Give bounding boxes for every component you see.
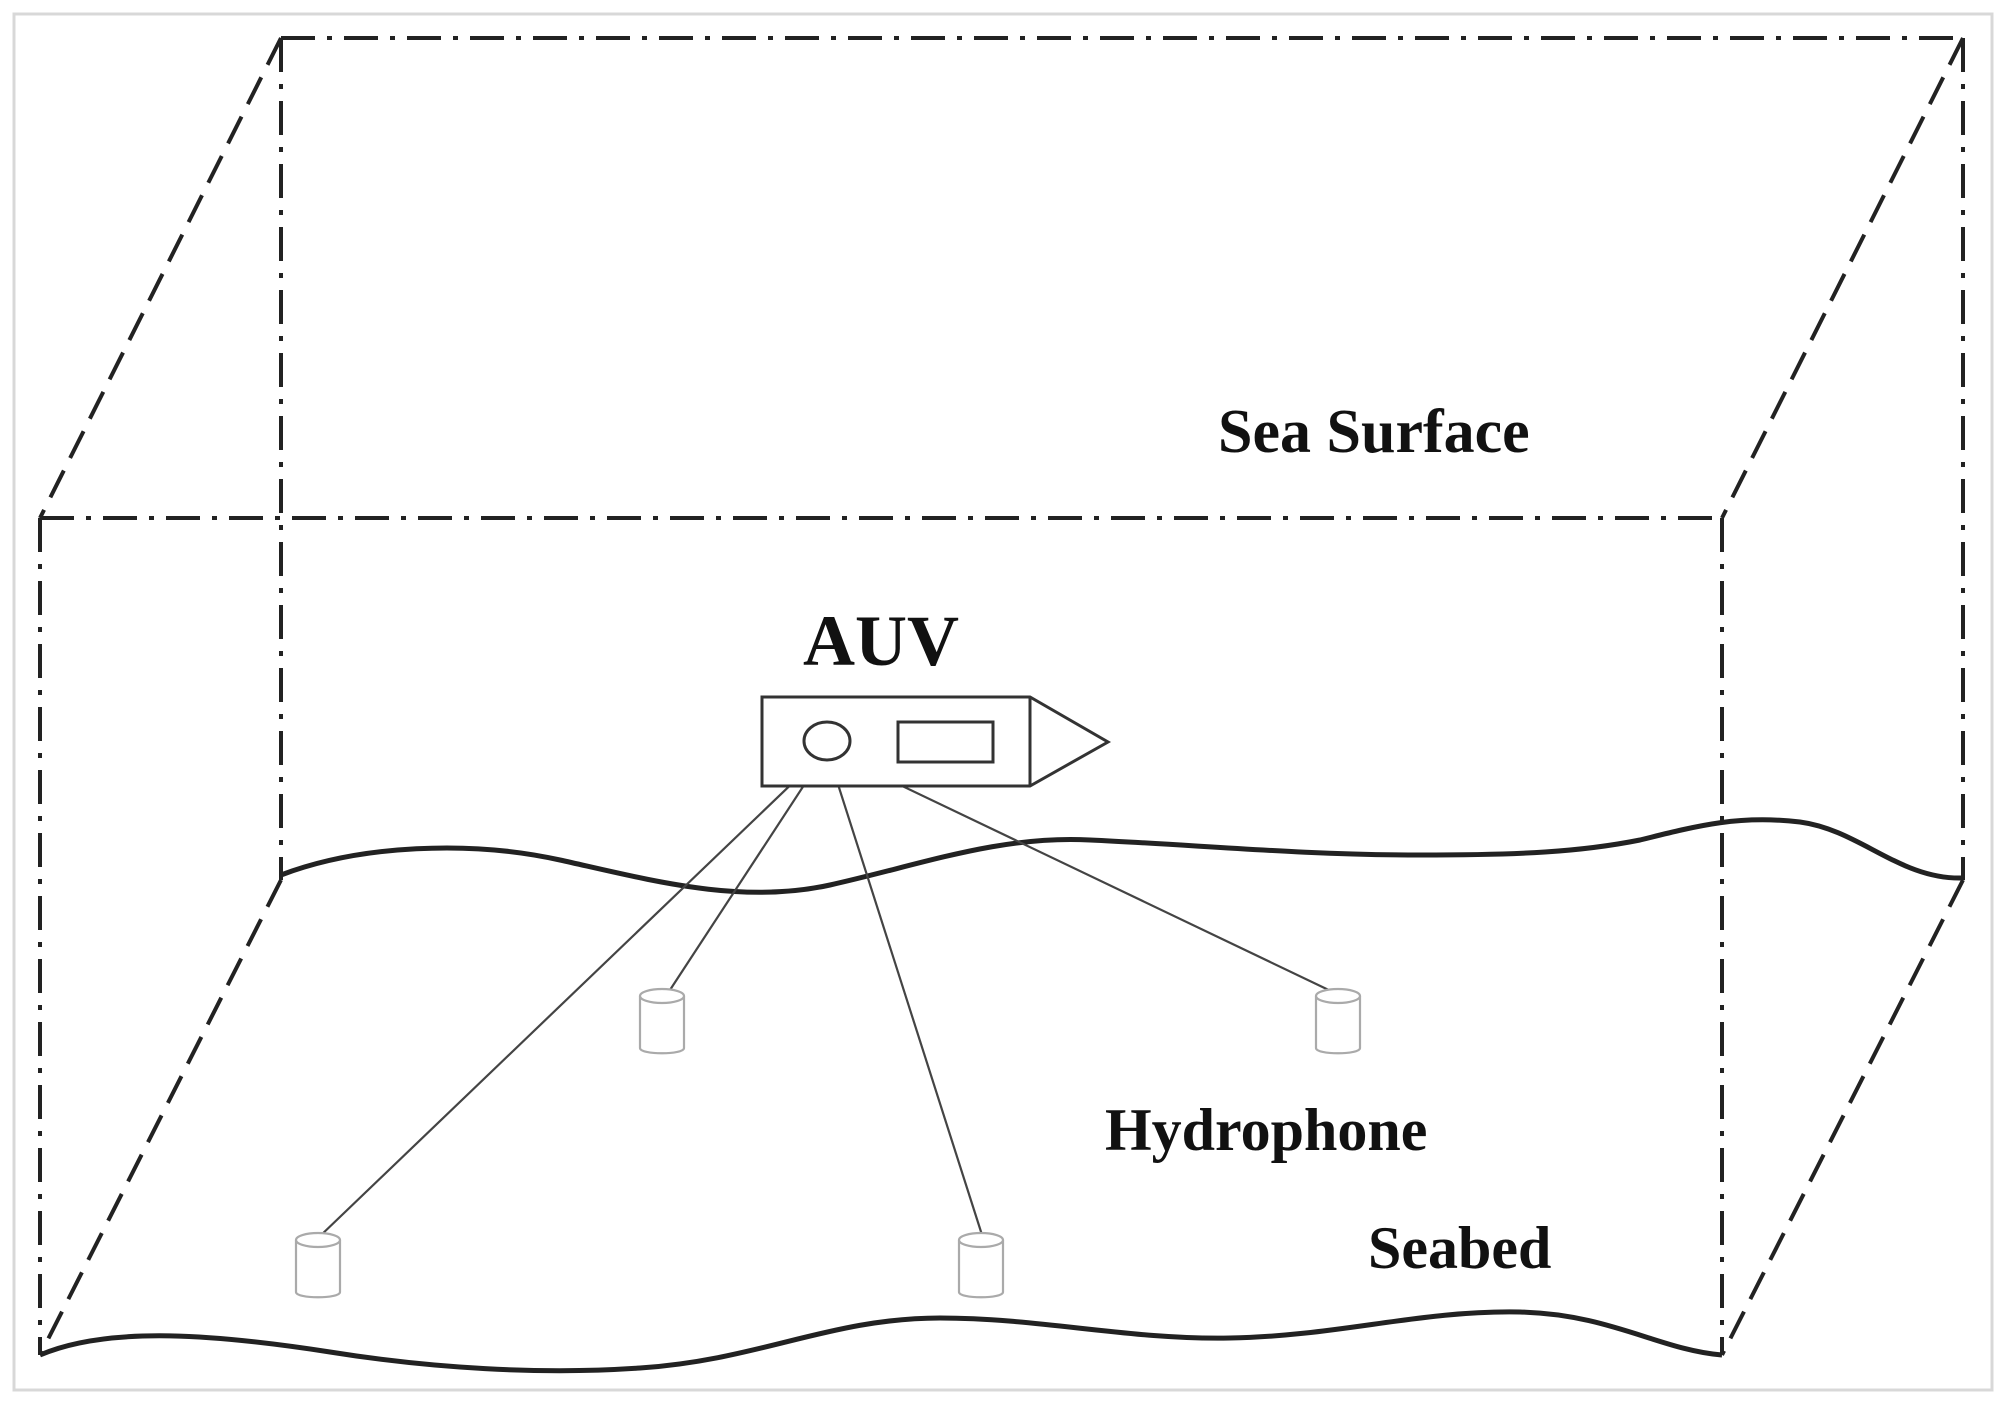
auv-transducer xyxy=(802,720,852,762)
seabed-label: Seabed xyxy=(1368,1215,1551,1281)
hydrophone-2 xyxy=(638,987,686,1055)
link-hydrophone-1 xyxy=(317,749,828,1239)
bottom-right-depth-edge xyxy=(1720,879,1965,1356)
back-seabed-wave xyxy=(280,817,1964,895)
top-right-depth-edge xyxy=(1720,37,1965,519)
hydrophone-1 xyxy=(294,1231,342,1299)
front-seabed-wave xyxy=(39,1309,1723,1374)
hydrophone-label: Hydrophone xyxy=(1105,1097,1427,1163)
bottom-left-depth-edge xyxy=(38,879,283,1356)
link-hydrophone-3 xyxy=(825,749,985,1239)
hydrophone-4 xyxy=(1314,987,1362,1055)
auv-payload-box xyxy=(896,720,995,764)
hydrophone-3 xyxy=(957,1231,1005,1299)
water-volume-frame xyxy=(38,36,1965,1356)
top-left-depth-edge xyxy=(38,37,283,519)
hydrophone-array xyxy=(294,987,1362,1299)
link-hydrophone-2 xyxy=(667,749,828,994)
figure-border xyxy=(12,12,1994,1392)
auv-vehicle xyxy=(760,695,1112,788)
sea-surface-label: Sea Surface xyxy=(1218,398,1530,466)
acoustic-links xyxy=(317,749,1336,1239)
auv-label: AUV xyxy=(803,601,959,681)
link-hydrophone-4 xyxy=(826,749,1336,994)
